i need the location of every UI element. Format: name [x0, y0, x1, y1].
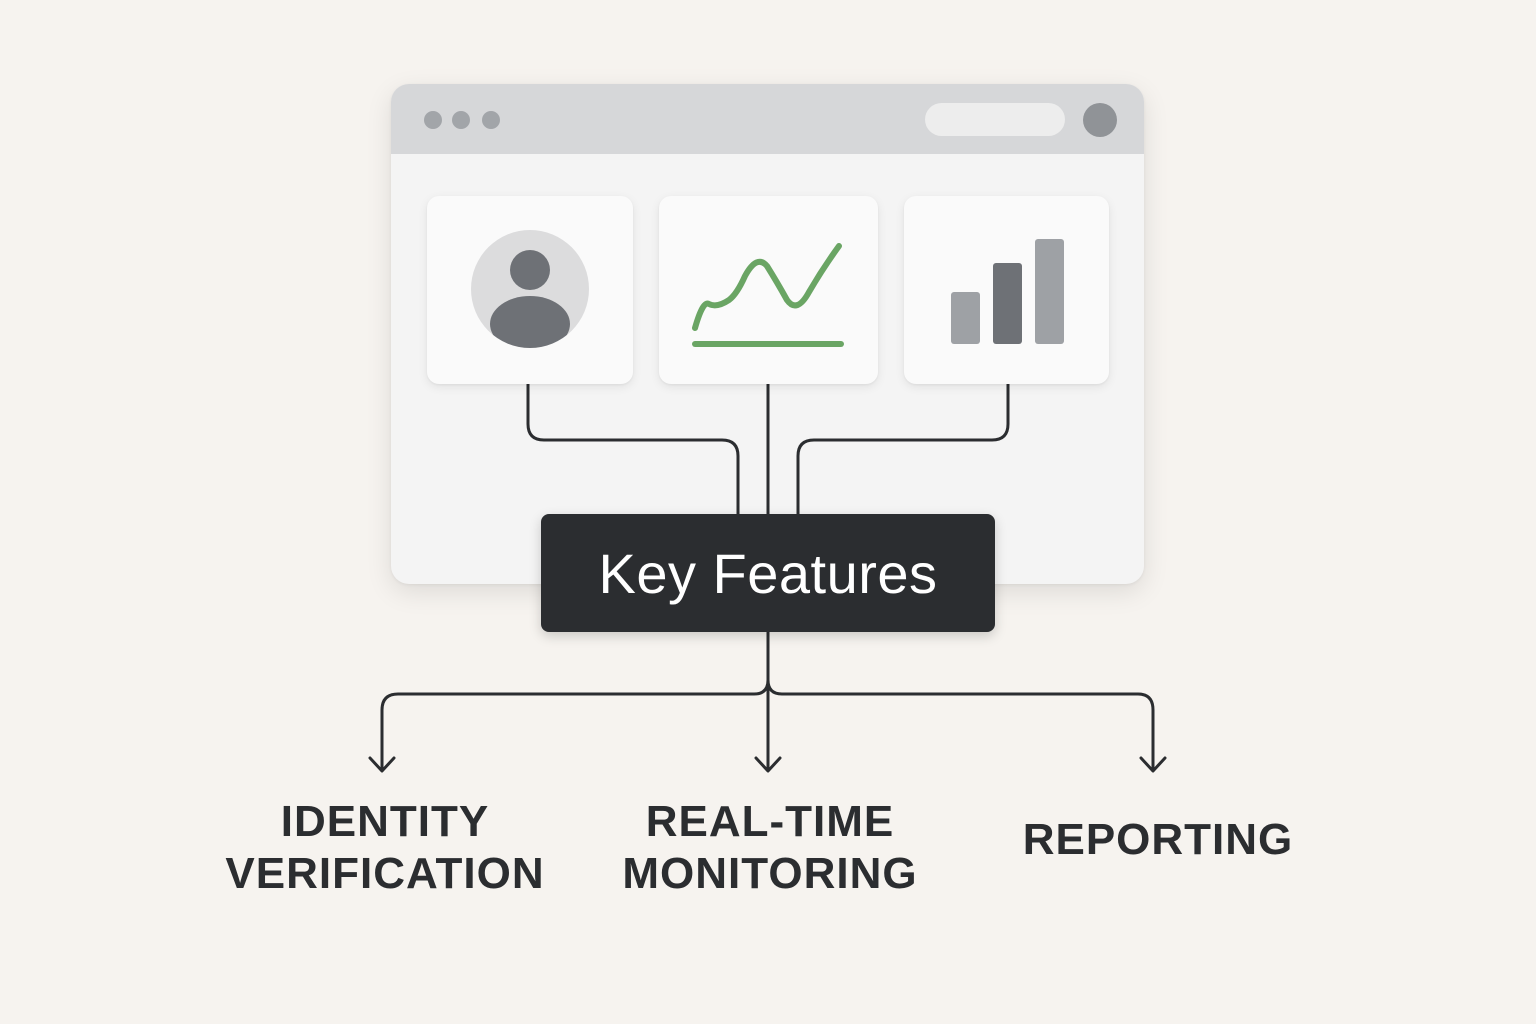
window-control-dot[interactable] — [424, 111, 442, 129]
key-features-label: Key Features — [598, 541, 938, 605]
feature-label-line: IDENTITY — [280, 797, 490, 846]
bar-chart-icon — [951, 239, 1064, 344]
connector-line — [766, 678, 1155, 772]
feature-label-line: REAL-TIME — [645, 797, 895, 846]
feature-label-line: VERIFICATION — [225, 849, 545, 898]
window-titlebar — [391, 84, 1144, 154]
feature-identity-verification: IDENTITY VERIFICATION — [200, 796, 570, 900]
arrow-head — [754, 756, 782, 773]
feature-label-line: REPORTING — [1022, 815, 1294, 864]
user-profile-icon — [471, 230, 589, 348]
feature-real-time-monitoring: REAL-TIME MONITORING — [590, 796, 950, 900]
window-control-dot[interactable] — [482, 111, 500, 129]
window-control-dot[interactable] — [452, 111, 470, 129]
reporting-card[interactable] — [904, 196, 1109, 384]
monitoring-card[interactable] — [659, 196, 878, 384]
profile-avatar[interactable] — [1083, 103, 1117, 137]
feature-label-line: MONITORING — [622, 849, 918, 898]
arrow-head — [368, 756, 396, 773]
key-features-box: Key Features — [541, 514, 995, 632]
address-bar[interactable] — [925, 103, 1065, 136]
connector-line — [380, 678, 770, 772]
connector-line — [526, 382, 740, 518]
identity-card[interactable] — [427, 196, 633, 384]
connector-line — [796, 382, 1010, 518]
line-chart-icon — [692, 243, 844, 347]
arrow-head — [1139, 756, 1167, 773]
feature-reporting: REPORTING — [1000, 814, 1316, 866]
